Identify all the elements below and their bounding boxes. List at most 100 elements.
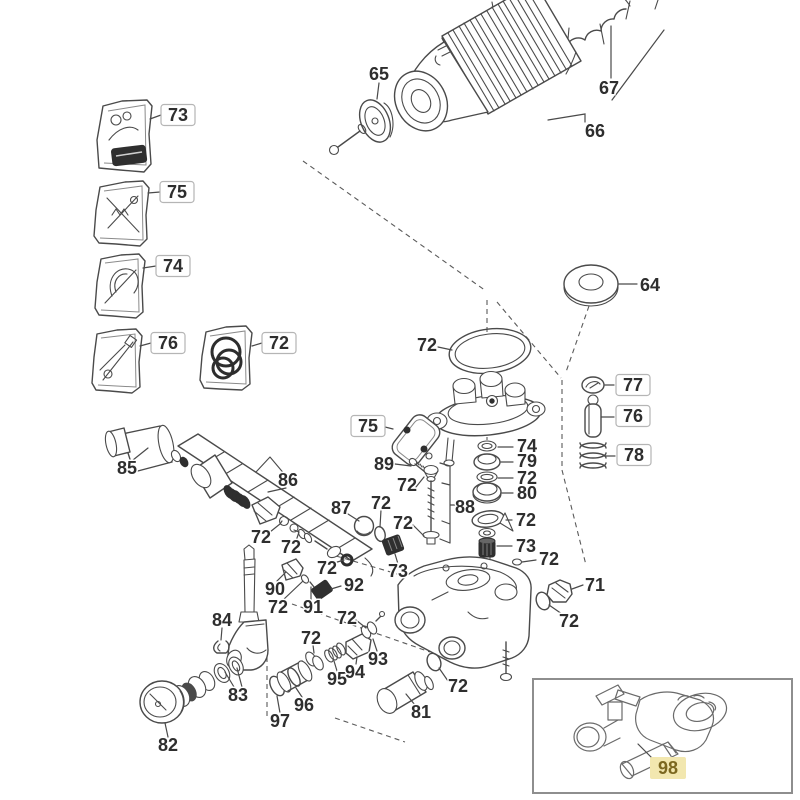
piston-85 bbox=[104, 424, 175, 473]
callout-93: 93 bbox=[368, 649, 388, 669]
callout-97: 97 bbox=[270, 711, 290, 731]
callout-72-11: 72 bbox=[317, 558, 337, 578]
pulley-bolt bbox=[328, 124, 367, 156]
callout-89: 89 bbox=[374, 454, 394, 474]
callout-92: 92 bbox=[344, 575, 364, 595]
seal-stack bbox=[471, 440, 523, 566]
valve-spring-78 bbox=[579, 442, 607, 469]
callout-84: 84 bbox=[212, 610, 232, 630]
callout-73-3: 73 bbox=[388, 561, 408, 581]
screw-89 bbox=[408, 457, 426, 473]
motor-assembly bbox=[328, 0, 659, 156]
callout-72-6: 72 bbox=[397, 475, 417, 495]
leader-lines bbox=[132, 25, 665, 738]
spring-95 bbox=[324, 642, 346, 663]
oring-72-71 bbox=[535, 591, 551, 611]
oring-72-manifold bbox=[426, 652, 442, 672]
callout-72-2: 72 bbox=[417, 335, 437, 355]
callout-67: 67 bbox=[599, 78, 619, 98]
callout-82: 82 bbox=[158, 735, 178, 755]
callout-83: 83 bbox=[228, 685, 248, 705]
plug-71 bbox=[546, 579, 573, 603]
callout-highlight-box-98 bbox=[650, 757, 686, 779]
kit-bag-75 bbox=[93, 180, 150, 247]
piston-guide-96 bbox=[276, 660, 313, 693]
service-kit-bags bbox=[91, 99, 253, 394]
callout-74: 74 bbox=[163, 256, 183, 276]
callout-76-2: 76 bbox=[623, 406, 643, 426]
callout-labels: 73 75 74 76 72 65 67 66 64 72 77 76 78 7… bbox=[115, 63, 686, 779]
outlet-tube-81 bbox=[376, 671, 434, 714]
gasket-72 bbox=[471, 510, 514, 532]
callout-85: 85 bbox=[117, 458, 137, 478]
callout-box-73 bbox=[160, 103, 196, 127]
callout-box-74 bbox=[155, 254, 191, 278]
callout-box-75 bbox=[159, 180, 195, 204]
callout-72: 72 bbox=[269, 333, 289, 353]
valve-plunger-76 bbox=[584, 394, 602, 438]
callout-95: 95 bbox=[327, 669, 347, 689]
washers-93 bbox=[360, 610, 386, 639]
callout-72-10: 72 bbox=[281, 537, 301, 557]
callout-box-78 bbox=[616, 443, 652, 467]
rail-spring bbox=[223, 485, 251, 509]
washers-83 bbox=[213, 656, 244, 683]
callout-78: 78 bbox=[624, 445, 644, 465]
callout-72-7: 72 bbox=[393, 513, 413, 533]
callout-72-16: 72 bbox=[448, 676, 468, 696]
callout-77: 77 bbox=[623, 375, 643, 395]
callout-64: 64 bbox=[640, 275, 660, 295]
head-oring-72 bbox=[448, 327, 532, 375]
kit-bag-73 bbox=[96, 99, 153, 173]
callout-75-2: 75 bbox=[358, 416, 378, 436]
callout-72-5: 72 bbox=[539, 549, 559, 569]
callout-box-72 bbox=[261, 331, 297, 355]
callout-box-75-2 bbox=[350, 414, 386, 438]
pump-manifold bbox=[394, 556, 532, 682]
callout-72-15: 72 bbox=[559, 611, 579, 631]
callout-96: 96 bbox=[294, 695, 314, 715]
callout-box-76 bbox=[150, 331, 186, 355]
callout-box-76-2 bbox=[615, 404, 651, 428]
small-rings-85 bbox=[170, 449, 189, 468]
ring-64 bbox=[563, 264, 619, 307]
callout-79: 79 bbox=[517, 451, 537, 471]
callout-72-3: 72 bbox=[517, 468, 537, 488]
assembled-pump-98 bbox=[573, 684, 728, 780]
valve-clip-77 bbox=[581, 376, 605, 394]
callout-76: 76 bbox=[158, 333, 178, 353]
callout-73-2: 73 bbox=[516, 536, 536, 556]
bell-housing bbox=[393, 37, 489, 132]
callout-75: 75 bbox=[167, 182, 187, 202]
callout-66: 66 bbox=[585, 121, 605, 141]
pin-91 bbox=[309, 581, 315, 588]
callout-72-4: 72 bbox=[516, 510, 536, 530]
callout-72-9: 72 bbox=[251, 527, 271, 547]
callout-98: 98 bbox=[658, 758, 678, 778]
pulley-65 bbox=[358, 99, 394, 143]
valve-plate-75 bbox=[391, 414, 441, 466]
rail-plug bbox=[251, 496, 281, 525]
callout-91: 91 bbox=[303, 597, 323, 617]
dip-tube bbox=[238, 544, 260, 623]
filter-73-shaft bbox=[381, 534, 405, 556]
piston-sleeve bbox=[190, 454, 233, 499]
cylinder-head bbox=[426, 370, 546, 467]
callout-87: 87 bbox=[331, 498, 351, 518]
callout-72-14: 72 bbox=[337, 608, 357, 628]
callout-72-12: 72 bbox=[268, 597, 288, 617]
filter-73 bbox=[478, 537, 496, 558]
callout-65: 65 bbox=[369, 64, 389, 84]
kit-bag-72 bbox=[199, 325, 253, 391]
callout-90: 90 bbox=[265, 579, 285, 599]
callout-81: 81 bbox=[411, 702, 431, 722]
callout-74-2: 74 bbox=[517, 436, 537, 456]
pressure-gauge-82 bbox=[139, 680, 185, 724]
callout-71: 71 bbox=[585, 575, 605, 595]
callout-box-77 bbox=[615, 373, 651, 397]
callout-94: 94 bbox=[345, 662, 365, 682]
kit-bag-76 bbox=[91, 328, 143, 394]
clip-84 bbox=[213, 640, 230, 654]
